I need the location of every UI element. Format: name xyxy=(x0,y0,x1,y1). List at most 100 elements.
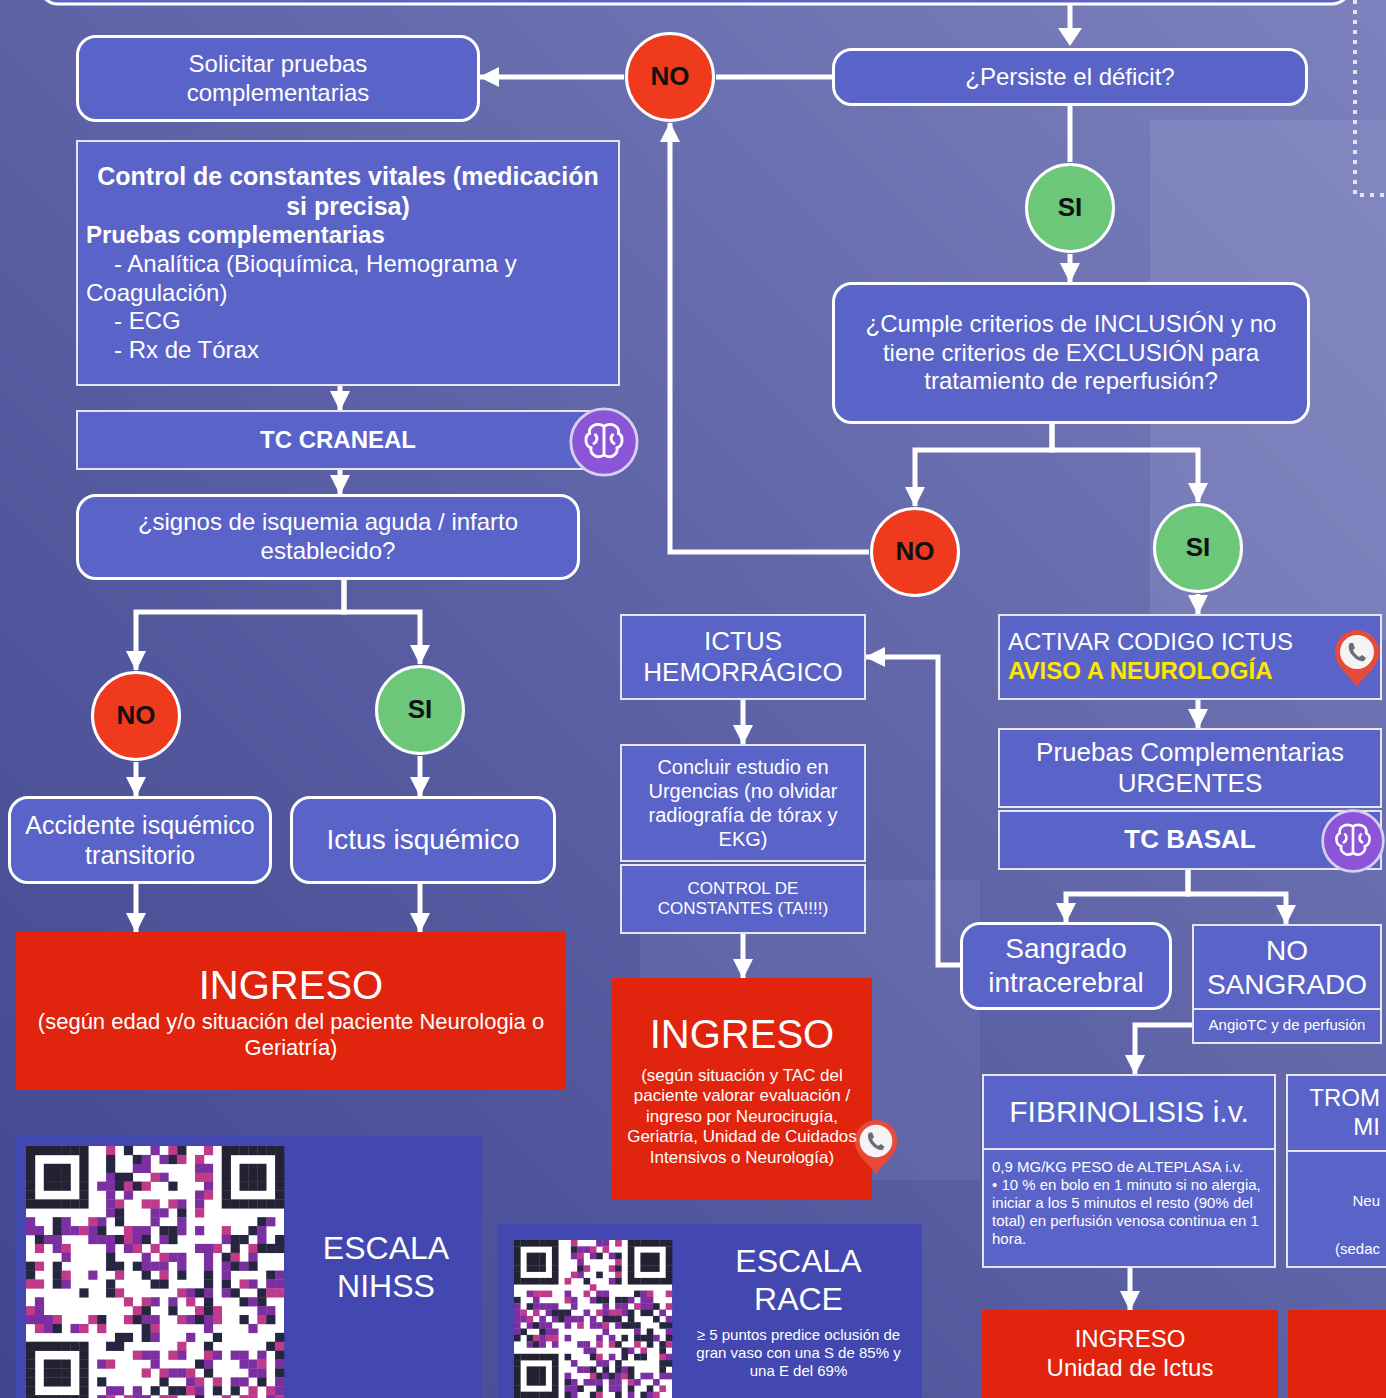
qr-cell xyxy=(53,1244,62,1253)
qr-cell xyxy=(222,1262,231,1271)
qr-cell xyxy=(577,1316,584,1323)
qr-cell xyxy=(634,1240,641,1247)
qr-cell xyxy=(596,1253,603,1260)
qr-cell xyxy=(240,1395,249,1398)
qr-cell xyxy=(106,1146,115,1155)
qr-cell xyxy=(257,1226,266,1235)
qr-cell xyxy=(222,1235,231,1244)
qr-cell xyxy=(106,1235,115,1244)
node-label: Control de constantes vitales (medicació… xyxy=(86,161,610,221)
qr-cell xyxy=(159,1253,168,1262)
qr-cell xyxy=(195,1244,204,1253)
flow-connector xyxy=(1052,424,1198,502)
qr-cell xyxy=(640,1297,647,1304)
qr-cell xyxy=(590,1392,597,1398)
qr-cell xyxy=(266,1199,275,1208)
qr-cell xyxy=(142,1182,151,1191)
qr-cell xyxy=(70,1342,79,1351)
qr-cell xyxy=(204,1342,213,1351)
qr-cell xyxy=(514,1278,521,1285)
qr-cell xyxy=(640,1303,647,1310)
qr-cell xyxy=(640,1278,647,1285)
qr-cell xyxy=(628,1379,635,1386)
flow-connector xyxy=(418,756,423,796)
qr-cell xyxy=(248,1297,257,1306)
qr-cell xyxy=(634,1379,641,1386)
qr-cell xyxy=(577,1341,584,1348)
qr-cell xyxy=(621,1335,628,1342)
qr-cell xyxy=(533,1291,540,1298)
qr-cell xyxy=(653,1379,660,1386)
qr-cell xyxy=(62,1226,71,1235)
qr-cell xyxy=(266,1288,275,1297)
qr-cell xyxy=(151,1279,160,1288)
qr-cell xyxy=(628,1265,635,1272)
qr-cell xyxy=(609,1310,616,1317)
qr-cell xyxy=(520,1278,527,1285)
qr-cell xyxy=(527,1291,534,1298)
qr-cell xyxy=(168,1253,177,1262)
qr-cell xyxy=(514,1379,521,1386)
admission-box: INGRESO(según situación y TAC del pacien… xyxy=(612,978,872,1200)
qr-cell xyxy=(621,1303,628,1310)
qr-cell xyxy=(565,1392,572,1398)
qr-cell xyxy=(159,1208,168,1217)
top-arrowhead xyxy=(1058,28,1082,46)
qr-cell xyxy=(257,1288,266,1297)
node-body-text: • 10 % en bolo en 1 minuto si no alergia… xyxy=(984,1176,1274,1254)
qr-cell xyxy=(204,1288,213,1297)
yes-circle: SI xyxy=(1152,502,1244,594)
qr-cell xyxy=(514,1335,521,1342)
qr-cell xyxy=(621,1366,628,1373)
qr-cell xyxy=(546,1322,553,1329)
qr-cell xyxy=(533,1310,540,1317)
qr-cell xyxy=(204,1190,213,1199)
qr-ground xyxy=(514,1240,672,1398)
pin-shape xyxy=(855,1120,897,1175)
qr-cell xyxy=(666,1246,673,1253)
qr-cell xyxy=(275,1182,284,1191)
qr-cell xyxy=(115,1217,124,1226)
qr-cell xyxy=(133,1244,142,1253)
qr-cell xyxy=(647,1278,654,1285)
flow-connector xyxy=(134,762,139,796)
qr-cell xyxy=(539,1322,546,1329)
qr-cell xyxy=(142,1253,151,1262)
qr-cell xyxy=(248,1226,257,1235)
qr-cell xyxy=(527,1354,534,1361)
qr-cell xyxy=(240,1315,249,1324)
qr-cell xyxy=(53,1360,62,1369)
qr-cell xyxy=(240,1199,249,1208)
qr-cell xyxy=(248,1395,257,1398)
qr-cell xyxy=(647,1253,654,1260)
qr-cell xyxy=(62,1271,71,1280)
qr-cell xyxy=(514,1265,521,1272)
flow-connector xyxy=(1135,1025,1192,1074)
qr-cell xyxy=(275,1271,284,1280)
qr-cell xyxy=(133,1164,142,1173)
qr-cell xyxy=(204,1164,213,1173)
qr-cell xyxy=(577,1259,584,1266)
qr-cell xyxy=(533,1297,540,1304)
qr-cell xyxy=(44,1235,53,1244)
qr-cell xyxy=(44,1324,53,1333)
qr-cell xyxy=(653,1316,660,1323)
qr-cell xyxy=(659,1278,666,1285)
qr-cell xyxy=(565,1278,572,1285)
qr-cell xyxy=(248,1360,257,1369)
yes-circle: SI xyxy=(374,664,466,756)
qr-cell xyxy=(177,1342,186,1351)
qr-cell xyxy=(615,1272,622,1279)
qr-cell xyxy=(142,1315,151,1324)
qr-cell xyxy=(142,1226,151,1235)
qr-cell xyxy=(514,1360,521,1367)
qr-cell xyxy=(124,1146,133,1155)
qr-cell xyxy=(647,1303,654,1310)
qr-cell xyxy=(546,1335,553,1342)
qr-cell xyxy=(640,1347,647,1354)
qr-cell xyxy=(62,1253,71,1262)
flow-connector xyxy=(134,884,139,932)
qr-cell xyxy=(124,1173,133,1182)
qr-cell xyxy=(659,1240,666,1247)
node-body-text: (sedac xyxy=(1288,1210,1386,1258)
